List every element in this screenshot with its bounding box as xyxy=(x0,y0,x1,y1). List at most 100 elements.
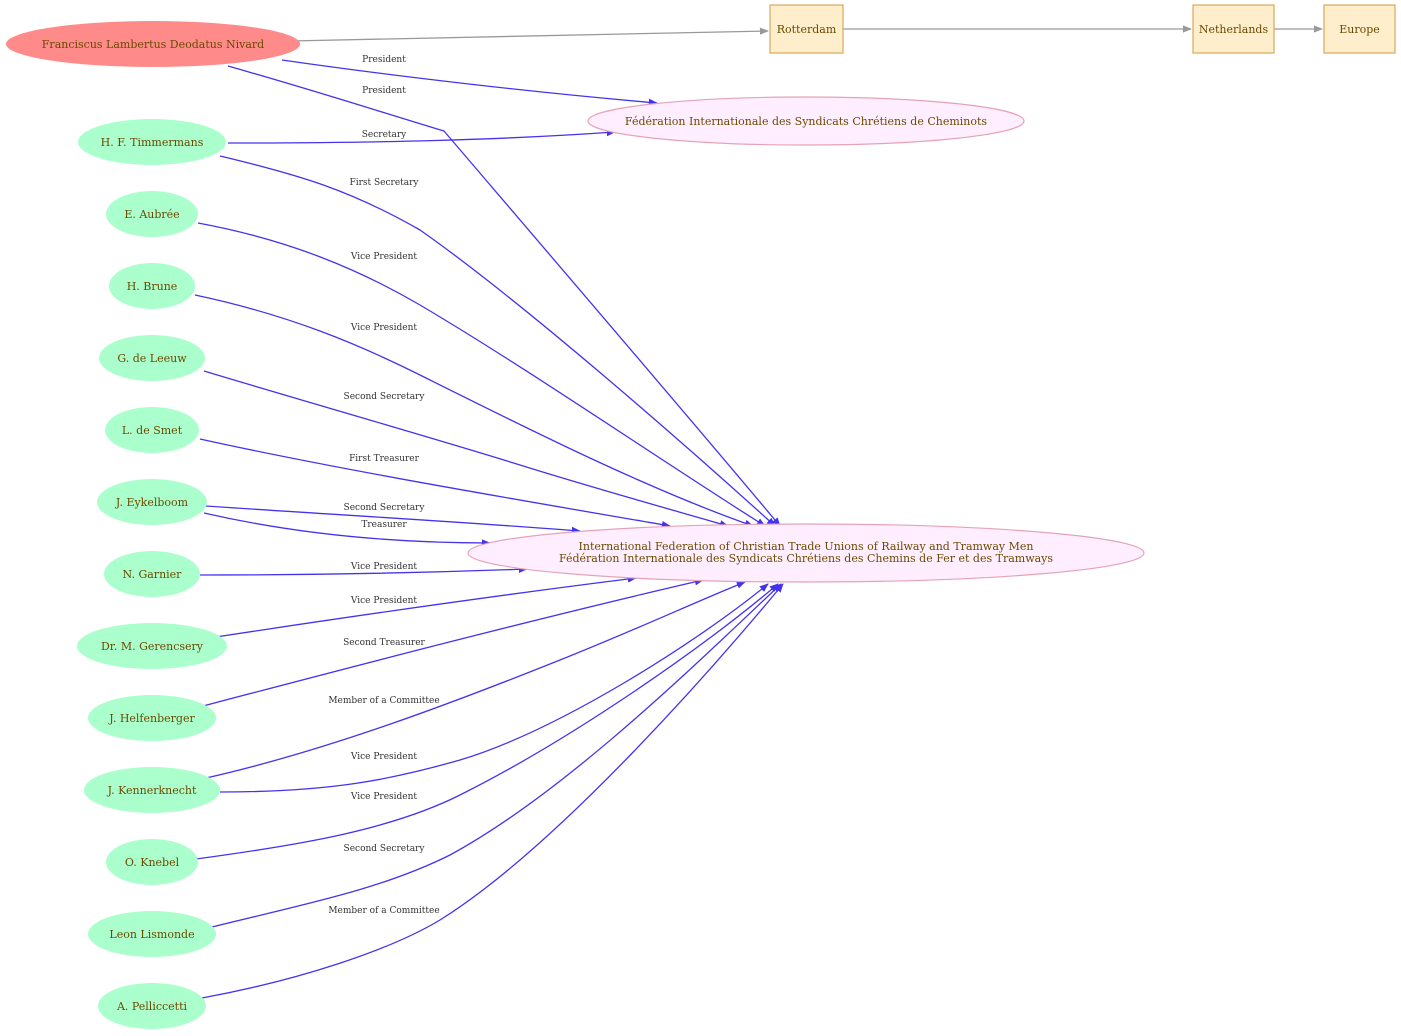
node-deleeuw[interactable]: G. de Leeuw xyxy=(99,335,205,381)
edge-brune-to-iftu: Vice President xyxy=(194,294,754,527)
edge-timmermans-to-iftu: First Secretary xyxy=(219,155,776,527)
node-label: Rotterdam xyxy=(777,23,837,36)
person-ellipse[interactable] xyxy=(99,335,205,381)
edge-line xyxy=(289,27,769,42)
edge-line xyxy=(281,59,658,106)
edge-line xyxy=(203,370,729,528)
node-rotterdam[interactable]: Rotterdam xyxy=(769,4,844,54)
node-label-secondary: Fédération Internationale des Syndicats … xyxy=(559,552,1053,565)
edge-label: Member of a Committee xyxy=(328,906,439,916)
node-label: O. Knebel xyxy=(125,856,180,869)
edge-label: Vice President xyxy=(350,752,418,762)
edge-label: Vice President xyxy=(350,792,418,802)
person-ellipse[interactable] xyxy=(104,551,200,597)
node-label: J. Eykelboom xyxy=(115,496,189,509)
edge-label: Second Treasurer xyxy=(343,638,425,648)
person-ellipse[interactable] xyxy=(109,263,195,309)
person-ellipse[interactable] xyxy=(106,839,198,885)
edge-line xyxy=(199,438,671,529)
edge-line xyxy=(202,578,704,707)
edge-garnier-to-iftu: Vice President xyxy=(199,562,528,576)
edge-deleeuw-to-iftu: Second Secretary xyxy=(203,370,729,528)
edge-kennerknecht-to-iftu: Vice President xyxy=(219,583,769,793)
edge-lismonde-to-iftu: Second Secretary xyxy=(211,583,782,928)
person-ellipse[interactable] xyxy=(77,623,227,669)
edge-nivard-to-iftu: President xyxy=(227,65,781,527)
node-label: J. Helfenberger xyxy=(108,712,195,725)
node-brune[interactable]: H. Brune xyxy=(109,263,195,309)
edge-label: Second Secretary xyxy=(344,503,426,513)
person-ellipse[interactable] xyxy=(88,911,216,957)
edge-line xyxy=(205,581,746,779)
edge-label: Vice President xyxy=(350,252,418,262)
node-knebel[interactable]: O. Knebel xyxy=(106,839,198,885)
node-nivard[interactable]: Franciscus Lambertus Deodatus Nivard xyxy=(6,21,300,67)
place-box[interactable] xyxy=(769,4,844,54)
edge-label: Secretary xyxy=(362,130,407,140)
edge-line xyxy=(219,583,769,793)
node-netherlands[interactable]: Netherlands xyxy=(1192,4,1275,54)
node-fisccf[interactable]: Fédération Internationale des Syndicats … xyxy=(587,96,1025,146)
node-label: J. Kennerknecht xyxy=(107,784,197,797)
edge-label: Vice President xyxy=(350,323,418,333)
edge-label: President xyxy=(362,86,406,96)
edge-line xyxy=(203,512,491,547)
place-box[interactable] xyxy=(1323,4,1396,54)
edge-line xyxy=(215,575,637,638)
node-gerencsery[interactable]: Dr. M. Gerencsery xyxy=(77,623,227,669)
edge-line xyxy=(205,505,581,534)
edge-label: Second Secretary xyxy=(344,844,426,854)
edge-label: President xyxy=(362,55,406,65)
edge-line xyxy=(195,583,779,860)
edge-gerencsery-to-iftu: Vice President xyxy=(215,575,637,638)
node-aubree[interactable]: E. Aubrée xyxy=(106,191,198,237)
nodes-layer: Franciscus Lambertus Deodatus Nivard Rott… xyxy=(6,4,1396,1029)
node-eykelboom[interactable]: J. Eykelboom xyxy=(97,479,207,525)
edge-line xyxy=(227,65,781,527)
edge-desmet-to-iftu: First Treasurer xyxy=(199,438,671,529)
person-ellipse[interactable] xyxy=(84,767,220,813)
edge-line xyxy=(219,155,776,527)
edge-eykelboom-to-iftu: Second Secretary xyxy=(205,503,581,534)
node-label: International Federation of Christian Tr… xyxy=(579,540,1034,553)
node-pelliccetti[interactable]: A. Pelliccetti xyxy=(98,983,206,1029)
person-ellipse[interactable] xyxy=(98,983,206,1029)
person-ellipse[interactable] xyxy=(106,191,198,237)
node-label: H. Brune xyxy=(127,280,178,293)
place-box[interactable] xyxy=(1192,4,1275,54)
edge-label: Second Secretary xyxy=(344,392,426,402)
edge-label: Member of a Committee xyxy=(328,696,439,706)
node-desmet[interactable]: L. de Smet xyxy=(105,407,199,453)
person-ellipse[interactable] xyxy=(88,695,216,741)
person-ellipse[interactable] xyxy=(105,407,199,453)
node-label: G. de Leeuw xyxy=(117,352,187,365)
node-europe[interactable]: Europe xyxy=(1323,4,1396,54)
organization-ellipse[interactable] xyxy=(587,96,1025,146)
person-ellipse[interactable] xyxy=(78,119,226,165)
node-helfenberger[interactable]: J. Helfenberger xyxy=(88,695,216,741)
node-label: Dr. M. Gerencsery xyxy=(101,640,204,653)
edge-line xyxy=(201,583,784,999)
edge-kennerknecht-to-iftu: Member of a Committee xyxy=(205,581,746,779)
node-label: H. F. Timmermans xyxy=(101,136,204,149)
node-label: Netherlands xyxy=(1199,23,1269,36)
edge-helfenberger-to-iftu: Second Treasurer xyxy=(202,578,704,707)
edge-line xyxy=(197,222,766,527)
node-lismonde[interactable]: Leon Lismonde xyxy=(88,911,216,957)
node-iftu[interactable]: International Federation of Christian Tr… xyxy=(467,523,1145,583)
organization-ellipse[interactable] xyxy=(467,523,1145,583)
node-timmermans[interactable]: H. F. Timmermans xyxy=(78,119,226,165)
person-ellipse[interactable] xyxy=(6,21,300,67)
edge-label: Vice President xyxy=(350,596,418,606)
node-label: N. Garnier xyxy=(123,568,183,581)
node-garnier[interactable]: N. Garnier xyxy=(104,551,200,597)
node-label: A. Pelliccetti xyxy=(116,1000,188,1013)
edge-line xyxy=(199,565,528,576)
edge-aubree-to-iftu: Vice President xyxy=(197,222,766,527)
node-kennerknecht[interactable]: J. Kennerknecht xyxy=(84,767,220,813)
edge-timmermans-to-fisccf: Secretary xyxy=(227,128,616,144)
edge-pelliccetti-to-iftu: Member of a Committee xyxy=(201,583,784,999)
person-ellipse[interactable] xyxy=(97,479,207,525)
